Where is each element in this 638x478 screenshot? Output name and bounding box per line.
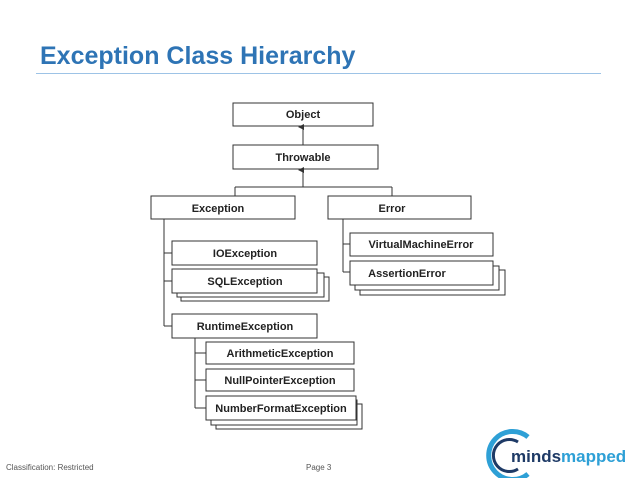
node-exception-label: Exception <box>192 203 245 215</box>
node-nullpointerexception-label: NullPointerException <box>224 375 336 387</box>
node-ioexception: IOException <box>171 240 318 266</box>
node-error: Error <box>327 195 472 220</box>
node-sqlexception-stack: SQLException <box>171 268 330 302</box>
node-runtimeexception: RuntimeException <box>171 313 318 339</box>
node-ioexception-label: IOException <box>213 248 277 260</box>
node-throwable-label: Throwable <box>275 152 330 164</box>
node-error-label: Error <box>379 203 407 215</box>
footer-classification: Classification: Restricted <box>6 463 94 472</box>
logo-text-minds: minds <box>511 447 561 466</box>
node-nullpointerexception: NullPointerException <box>205 368 355 392</box>
node-sqlexception-label: SQLException <box>207 276 282 288</box>
slide-title: Exception Class Hierarchy <box>40 42 356 70</box>
node-virtualmachineerror: VirtualMachineError <box>349 232 494 257</box>
node-throwable: Throwable <box>232 144 379 170</box>
node-arithmeticexception-label: ArithmeticException <box>227 348 334 360</box>
footer-page-number: Page 3 <box>306 463 332 472</box>
node-assertionerror-stack: AssertionError <box>349 260 506 296</box>
logo-ring-icon <box>486 429 530 478</box>
node-assertionerror-label: AssertionError <box>368 268 446 280</box>
logo-text-mapped: mapped <box>561 447 626 466</box>
node-numberformatexception-label: NumberFormatException <box>215 403 347 415</box>
mindsmapped-logo: minds mapped <box>486 429 626 478</box>
node-virtualmachineerror-label: VirtualMachineError <box>369 239 475 251</box>
node-arithmeticexception: ArithmeticException <box>205 341 355 365</box>
title-underline <box>36 73 601 74</box>
node-runtimeexception-label: RuntimeException <box>197 321 294 333</box>
node-exception: Exception <box>150 195 296 220</box>
node-object: Object <box>232 102 374 127</box>
node-numberformatexception-stack: NumberFormatException <box>205 395 363 430</box>
node-object-label: Object <box>286 109 321 121</box>
